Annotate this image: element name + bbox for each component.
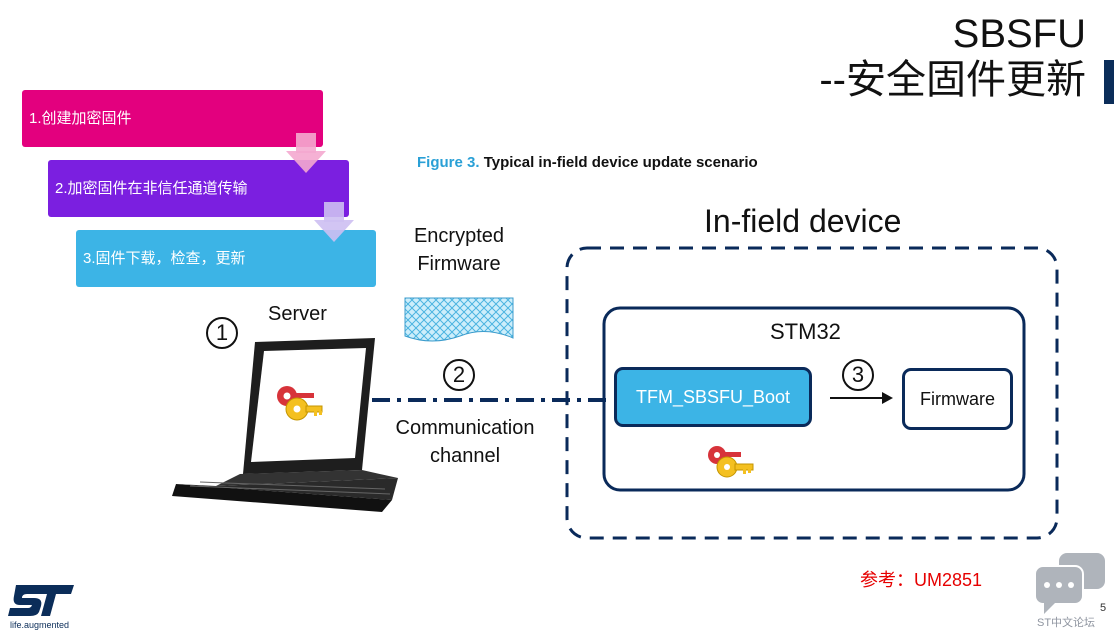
st-logo-icon xyxy=(8,585,74,616)
figure-caption: Figure 3. Typical in-field device update… xyxy=(417,154,758,171)
tfm-sbsfu-boot-label: TFM_SBSFU_Boot xyxy=(635,386,791,407)
stm32-label: STM32 xyxy=(770,319,841,344)
slide-subtitle: --安全固件更新 xyxy=(819,58,1086,102)
reference-note: 参考：UM2851 xyxy=(860,570,983,590)
channel-label-line2: channel xyxy=(429,445,501,467)
laptop-icon xyxy=(172,338,398,512)
firmware-box: Firmware xyxy=(902,368,1013,430)
slide-title: SBSFU xyxy=(952,12,1086,56)
encrypted-label-line2: Firmware xyxy=(417,253,501,275)
forum-label: ST中文论坛 xyxy=(1037,617,1096,629)
device-keys-icon xyxy=(708,446,754,478)
communication-channel-label: Communication channel xyxy=(380,414,550,470)
tfm-sbsfu-boot-box: TFM_SBSFU_Boot xyxy=(614,367,812,427)
figure-number: Figure 3. xyxy=(417,154,480,171)
step-1-down-arrow-icon xyxy=(286,133,326,173)
step-2-box: 2.加密固件在非信任通道传输 xyxy=(48,160,349,217)
encrypted-firmware-document-icon xyxy=(404,297,514,342)
title-accent-bar xyxy=(1104,60,1114,104)
figure-caption-text: Typical in-field device update scenario xyxy=(483,154,758,171)
step-2-down-arrow-icon xyxy=(314,202,354,242)
forum-chat-icon xyxy=(1034,553,1105,614)
step-marker-2: 2 xyxy=(443,359,475,391)
step-1-label: 1.创建加密固件 xyxy=(29,109,132,127)
update-arrow-head-icon xyxy=(882,392,893,404)
firmware-label: Firmware xyxy=(920,388,995,409)
page-number: 5 xyxy=(1100,602,1107,614)
server-keys-icon xyxy=(277,386,323,421)
encrypted-label-line1: Encrypted xyxy=(413,225,505,247)
step-2-label: 2.加密固件在非信任通道传输 xyxy=(55,179,248,197)
step-3-box: 3.固件下载，检查，更新 xyxy=(76,230,376,287)
channel-label-line1: Communication xyxy=(395,417,535,439)
infield-device-container xyxy=(565,246,1059,540)
server-label: Server xyxy=(268,303,327,325)
step-3-label: 3.固件下载，检查，更新 xyxy=(83,249,246,267)
step-1-box: 1.创建加密固件 xyxy=(22,90,323,147)
step-marker-1: 1 xyxy=(206,317,238,349)
infield-device-title: In-field device xyxy=(704,203,902,239)
step-marker-3: 3 xyxy=(842,359,874,391)
brand-tagline: life.augmented xyxy=(10,620,70,630)
encrypted-firmware-label: Encrypted Firmware xyxy=(404,222,514,278)
